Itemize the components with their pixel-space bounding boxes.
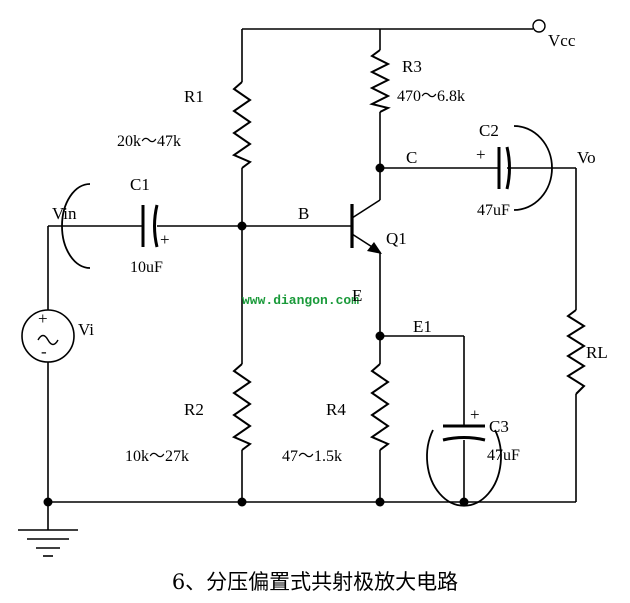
c3-name: C3 — [489, 417, 509, 436]
c2-plus-sign: + — [476, 145, 486, 164]
rl-name: RL — [586, 343, 608, 362]
e1-signal-arc — [426, 429, 502, 507]
ground-symbol — [18, 502, 78, 557]
base-label: B — [298, 204, 309, 223]
diagram-caption: 6、分压偏置式共射极放大电路 — [172, 570, 458, 594]
vcc-label: Vcc — [548, 31, 576, 50]
resistor-r2 — [231, 363, 252, 451]
vin-signal-arc — [61, 183, 91, 269]
r1-name: R1 — [184, 87, 204, 106]
r2-name: R2 — [184, 400, 204, 419]
input-signal-label: Vin — [52, 204, 77, 223]
capacitor-c2 — [497, 146, 511, 190]
c3-plus-sign: + — [470, 405, 480, 424]
r2-value: 10k～27k — [125, 448, 189, 465]
c1-name: C1 — [130, 175, 150, 194]
r3-value: 470～6.8k — [397, 88, 465, 105]
collector-label: C — [406, 148, 417, 167]
emitter-label: E — [352, 286, 362, 305]
c2-name: C2 — [479, 121, 499, 140]
transistor-q1 — [350, 199, 382, 254]
e1-label: E1 — [413, 317, 432, 336]
capacitor-c3 — [442, 424, 486, 442]
r4-value: 47～1.5k — [282, 448, 342, 465]
junction-nodes — [43, 163, 469, 507]
output-signal-label: Vo — [577, 148, 596, 167]
vo-signal-arc — [513, 125, 553, 211]
capacitor-c1 — [141, 204, 159, 248]
vi-plus-sign: + — [38, 309, 48, 328]
resistor-r3 — [369, 49, 391, 113]
vi-name: Vi — [78, 320, 94, 339]
watermark-text: www.diangon.com — [242, 293, 359, 308]
q1-name: Q1 — [386, 229, 407, 248]
r1-value: 20k～47k — [117, 133, 181, 150]
r3-name: R3 — [402, 57, 422, 76]
emitter-arrow-icon — [367, 242, 382, 254]
c3-value: 47uF — [487, 447, 520, 464]
resistor-r1 — [231, 81, 252, 169]
vcc-terminal — [532, 19, 546, 33]
ac-source-vi — [21, 309, 75, 363]
resistor-r4 — [369, 363, 390, 451]
c1-value: 10uF — [130, 259, 163, 276]
wires — [47, 28, 577, 503]
r4-name: R4 — [326, 400, 346, 419]
vi-minus-sign: - — [41, 342, 47, 361]
c2-value: 47uF — [477, 202, 510, 219]
resistor-rl — [566, 309, 586, 395]
c1-plus-sign: + — [160, 230, 170, 249]
